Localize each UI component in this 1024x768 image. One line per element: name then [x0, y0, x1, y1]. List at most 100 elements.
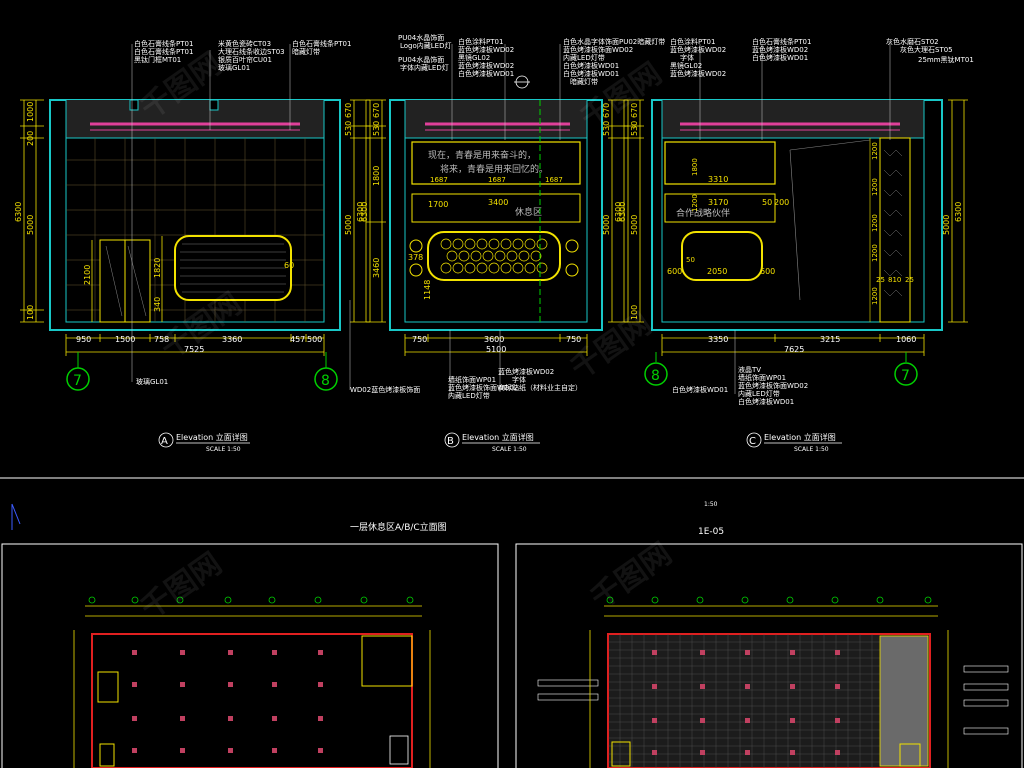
dim-b-r-530: 530	[602, 121, 611, 136]
dim-b-r-6300: 6300	[614, 202, 623, 222]
dim-b-b-750b: 750	[566, 335, 581, 344]
cursor-icon	[11, 503, 21, 530]
dim-c-r-1200b: 1200	[871, 178, 879, 196]
dim-a-b-500: 500	[307, 335, 322, 344]
dim-c-3170: 3170	[708, 198, 728, 207]
label-b-2: PU04水晶饰面	[398, 55, 444, 64]
slogan-line-1: 现在，青春是用来奋斗的，	[428, 149, 536, 161]
dim-b-3400: 3400	[488, 198, 508, 207]
window-inner-dim: 60	[284, 261, 294, 270]
dim-b-l-1800: 1800	[372, 166, 381, 186]
dim-c-r-1200a: 1200	[871, 142, 879, 160]
dim-a-r-530: 530	[344, 121, 353, 136]
panel-c-title: Elevation 立面详图	[764, 432, 836, 442]
dim-a-5000: 5000	[26, 215, 35, 235]
dim-c-b-1060: 1060	[896, 335, 916, 344]
dim-c-r-1200e: 1200	[871, 287, 879, 305]
label-b-4: 白色涂料PT01	[458, 37, 503, 46]
label-a-3: 米黄色瓷砖CT03	[218, 39, 271, 48]
label-c-8: 灰色水磨石ST02	[886, 37, 939, 46]
label-b-14: 暗藏灯带	[570, 77, 598, 86]
stone-column	[879, 137, 911, 323]
grid-bubble-c-8	[644, 362, 668, 386]
plan-sheet-left	[1, 543, 499, 768]
label-b-bottom-4: 字体	[512, 375, 526, 384]
label-c-bottom-0: 液晶TV	[738, 365, 761, 374]
dim-a-1000: 1000	[26, 102, 35, 122]
hex-pattern	[440, 238, 548, 274]
dim-a-r-6300: 6300	[356, 202, 365, 222]
panel-c-scale: SCALE 1:50	[794, 446, 829, 453]
label-a-5: 银质百叶帘CU01	[218, 55, 272, 64]
label-c-bottom-5: 白色烤漆板WD01	[738, 397, 794, 406]
dim-a-340: 340	[153, 297, 162, 312]
dim-a-1820: 1820	[153, 258, 162, 278]
dim-b-1148: 1148	[423, 280, 432, 300]
compass-symbol	[514, 75, 530, 89]
label-b-12: 白色烤漆板WD01	[563, 61, 619, 70]
dim-c-3310: 3310	[708, 175, 728, 184]
panel-a-letter: A	[161, 436, 168, 447]
dim-a-100: 100	[26, 305, 35, 320]
dim-b-total: 5100	[486, 345, 506, 354]
slogan-panel	[411, 141, 581, 185]
floor-plan-right	[537, 596, 1009, 768]
dim-b-b-3600: 3600	[484, 335, 504, 344]
dim-a-b-758: 758	[154, 335, 169, 344]
dim-c-b-3350: 3350	[708, 335, 728, 344]
dim-c-810: 810	[888, 276, 901, 284]
label-a-6: 玻璃GL01	[218, 63, 250, 72]
label-a-7: 白色石膏线条PT01	[292, 39, 351, 48]
dim-c-l-5000: 5000	[630, 215, 639, 235]
label-a-bottom-0: 玻璃GL01	[136, 377, 168, 386]
watermark-6: 千图网	[585, 536, 679, 616]
label-b-bottom-1: 蓝色烤漆板饰面WD02	[448, 383, 518, 392]
panel-b-title: Elevation 立面详图	[462, 432, 534, 442]
grid-label-7: 7	[73, 373, 82, 389]
label-c-1: 蓝色烤漆板WD02	[670, 45, 726, 54]
dim-c-50b: 50	[686, 256, 695, 264]
label-a-bottom-1: WD02蓝色烤漆板饰面	[350, 385, 420, 394]
label-b-9: 白色水晶字体饰面PU02暗藏灯带	[563, 37, 665, 46]
hex-pattern-sofa	[427, 231, 561, 281]
dim-c-25a: 25	[876, 276, 885, 284]
dim-c-r-5000: 5000	[942, 215, 951, 235]
dim-a-b-457: 457	[290, 335, 305, 344]
label-b-8: 白色烤漆板WD01	[458, 69, 514, 78]
partner-text: 合作战略伙伴	[676, 207, 730, 219]
label-b-bottom-5: 商标贴纸（材料业主自定）	[498, 383, 582, 392]
dim-c-600a: 600	[667, 267, 682, 276]
label-c-3: 黑镜GL02	[670, 61, 702, 70]
label-b-3: 字体内藏LED灯	[400, 63, 449, 72]
grid-label-8: 8	[321, 373, 330, 389]
dim-c-l-6300: 6300	[618, 202, 627, 222]
label-b-bottom-2: 内藏LED灯带	[448, 391, 490, 400]
label-b-bottom-3: 蓝色烤漆板WD02	[498, 367, 554, 376]
elevation-b: 现在，青春是用来奋斗的， 将来，青春是用来回忆的。 1687 1687 1687…	[360, 33, 665, 453]
dim-c-r-1200d: 1200	[871, 244, 879, 262]
label-c-bottom-4: 内藏LED灯带	[738, 389, 780, 398]
dim-c-600b: 600	[760, 267, 775, 276]
label-b-5: 蓝色烤漆板WD02	[458, 45, 514, 54]
dim-c-l-1800: 1800	[691, 158, 699, 176]
elevation-a: 60 1000 200 5000 6300 100 2100 1820 340 …	[14, 39, 420, 453]
panel-a-title: Elevation 立面详图	[176, 432, 248, 442]
label-a-4: 大理石线条收边ST03	[218, 47, 285, 56]
dim-a-b-3360: 3360	[222, 335, 242, 344]
label-b-13: 白色烤漆板WD01	[563, 69, 619, 78]
label-a-1: 白色石膏线条PT01	[134, 47, 193, 56]
dim-a-r-670: 670	[344, 103, 353, 118]
watermark-5: 千图网	[135, 546, 229, 626]
lower-right-title: 1E-05	[698, 527, 724, 537]
dim-c-2050: 2050	[707, 267, 727, 276]
dim-c-total: 7625	[784, 345, 804, 354]
label-c-bottom-1: 墙纸饰面WP01	[738, 373, 786, 382]
label-b-10: 蓝色烤漆板饰面WD02	[563, 45, 633, 54]
label-a-2: 黑钛门框MT01	[134, 55, 181, 64]
label-a-8: 暗藏灯带	[292, 47, 320, 56]
dim-c-50: 50	[762, 198, 772, 207]
label-c-0: 白色涂料PT01	[670, 37, 715, 46]
lower-scale-text: 1:50	[704, 501, 718, 508]
label-c-6: 蓝色烤漆板WD02	[752, 45, 808, 54]
